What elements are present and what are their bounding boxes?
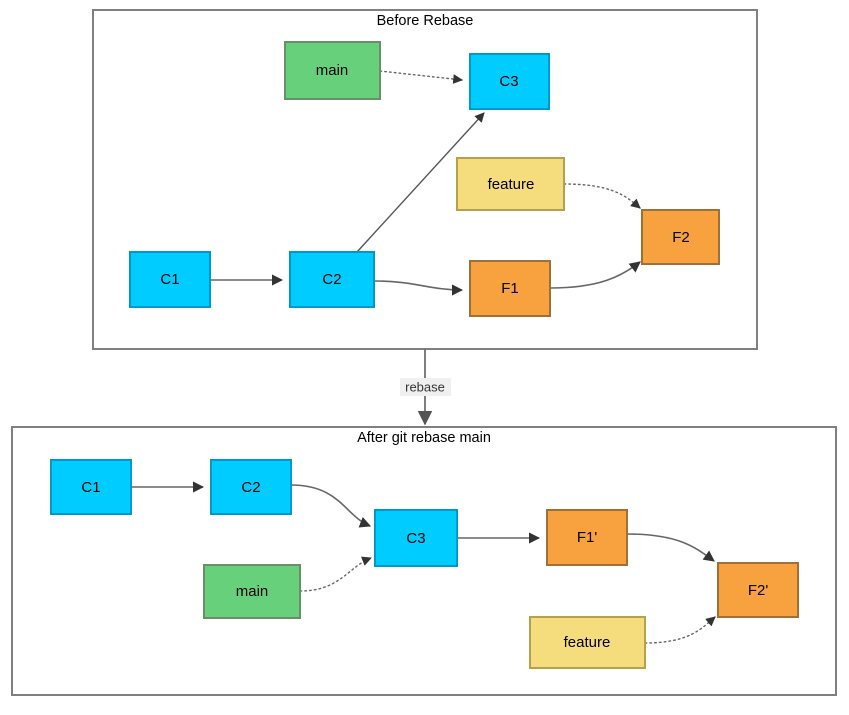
node-f2prime-after-rect[interactable]: [717, 562, 799, 618]
node-c2-after-rect[interactable]: [210, 459, 292, 515]
node-feature-after-rect[interactable]: [529, 616, 646, 669]
node-main-after[interactable]: main: [203, 564, 301, 619]
node-f1prime-after-rect[interactable]: [546, 509, 628, 566]
node-c2-before-rect[interactable]: [289, 251, 375, 308]
edge-feature-to-f2: [563, 183, 641, 209]
edge-main-to-c3: [379, 70, 463, 84]
node-feature-after[interactable]: feature: [529, 616, 646, 669]
panel-after-title: After git rebase main: [357, 430, 491, 446]
node-c3-before[interactable]: C3: [469, 53, 550, 110]
node-f2prime-after[interactable]: F2': [717, 562, 799, 618]
panel-before-title: Before Rebase: [377, 13, 474, 29]
panel-after-rebase: After git rebase main C1 C2 C3: [11, 426, 837, 696]
transition-rebase: rebase: [400, 349, 451, 426]
node-feature-before-rect[interactable]: [456, 157, 565, 211]
node-f2-before[interactable]: F2: [641, 209, 720, 265]
edge-feature-to-f2prime: [644, 616, 716, 644]
node-main-after-rect[interactable]: [203, 564, 301, 619]
node-f1-before[interactable]: F1: [469, 260, 551, 317]
node-c2-before[interactable]: C2: [289, 251, 375, 308]
node-c1-after-rect[interactable]: [50, 459, 132, 515]
node-f2-before-rect[interactable]: [641, 209, 720, 265]
edge-f1-to-f2: [549, 261, 641, 289]
node-feature-before[interactable]: feature: [456, 157, 565, 211]
edge-main-to-c3-after: [299, 556, 372, 592]
node-c2-after[interactable]: C2: [210, 459, 292, 515]
edge-c2-to-c3: [356, 112, 485, 253]
edge-c2-to-f1: [373, 280, 464, 296]
edge-f1prime-to-f2prime: [626, 533, 715, 562]
edge-c2-to-c3-after: [290, 484, 372, 528]
node-c1-before[interactable]: C1: [129, 251, 211, 308]
node-c3-after[interactable]: C3: [374, 509, 458, 567]
transition-label-bg: [400, 378, 451, 396]
node-c3-before-rect[interactable]: [469, 53, 550, 110]
node-c1-before-rect[interactable]: [129, 251, 211, 308]
node-f1-before-rect[interactable]: [469, 260, 551, 317]
panel-before-rebase: Before Rebase main C3 feature: [92, 9, 758, 350]
transition-label: rebase: [405, 379, 445, 394]
node-main-before-rect[interactable]: [284, 41, 381, 100]
node-main-before[interactable]: main: [284, 41, 381, 100]
node-c3-after-rect[interactable]: [374, 509, 458, 567]
node-c1-after[interactable]: C1: [50, 459, 132, 515]
node-f1prime-after[interactable]: F1': [546, 509, 628, 566]
